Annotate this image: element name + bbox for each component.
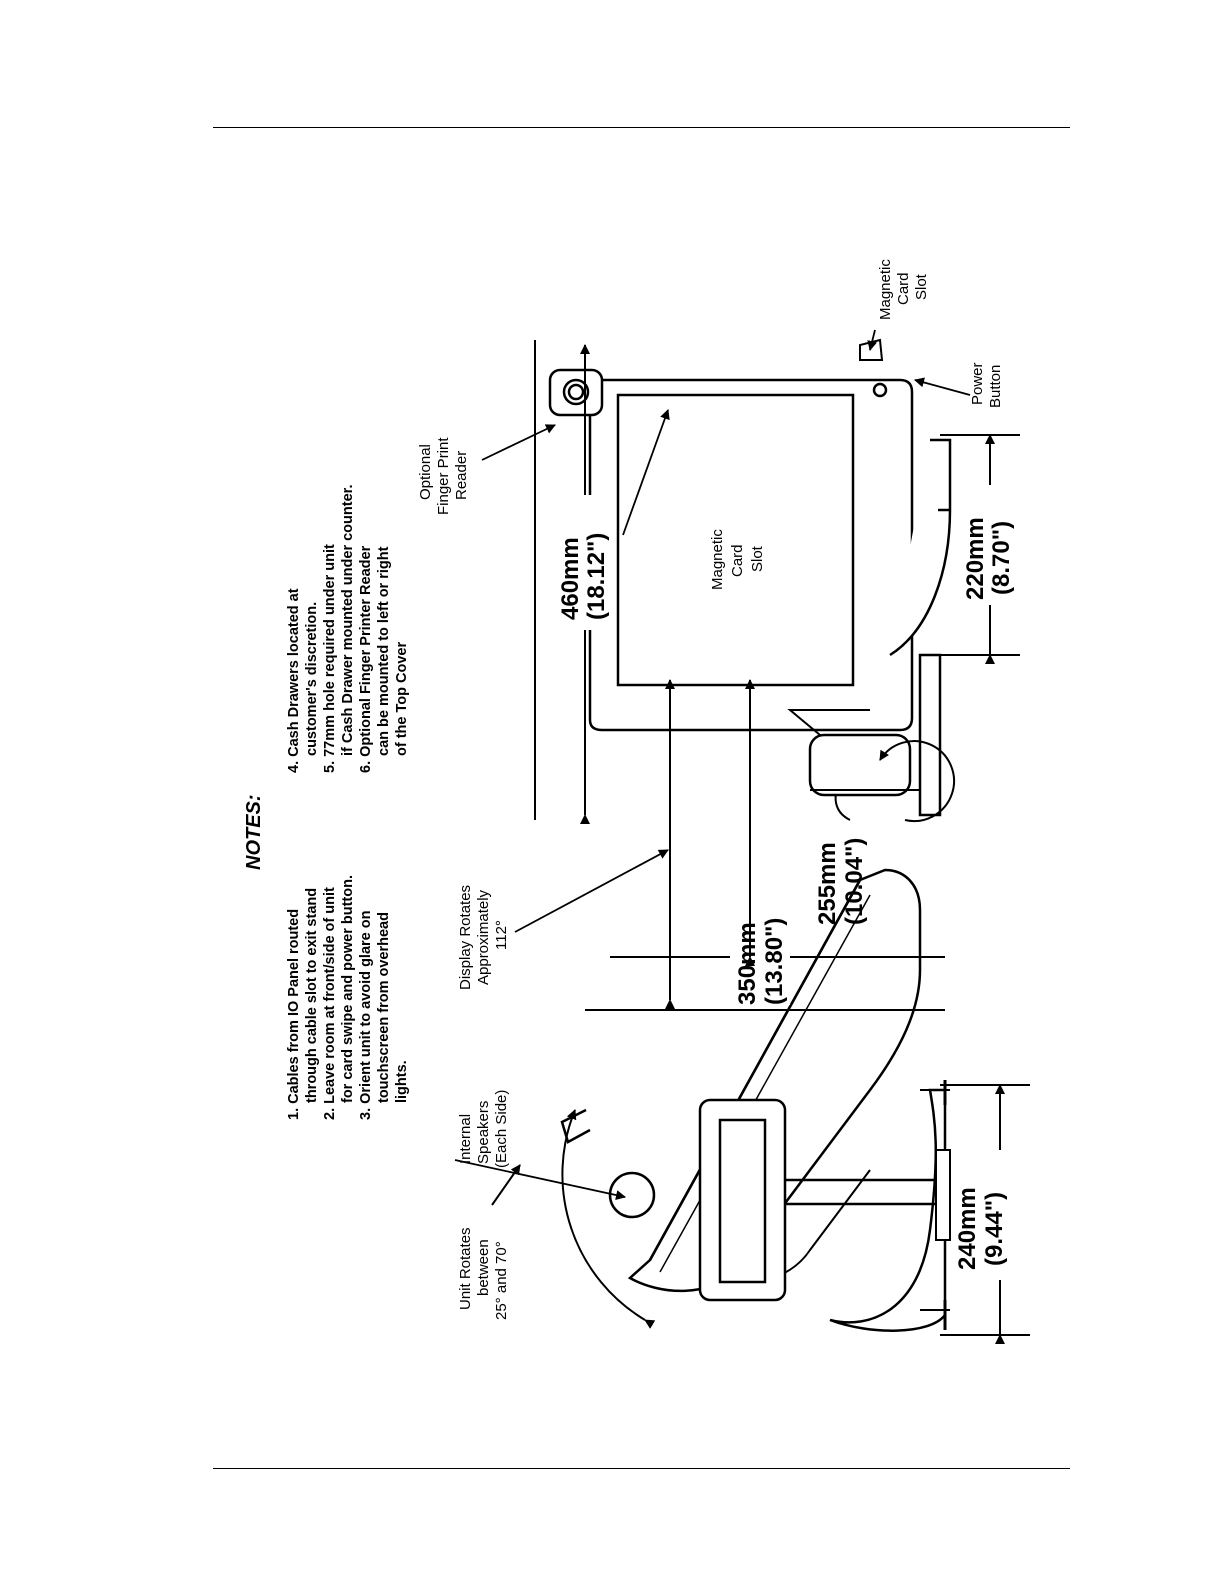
note-line: customer's discretion. xyxy=(304,602,320,756)
callout-line: Display Rotates xyxy=(457,885,474,990)
note-line: 5. 77mm hole required under unit xyxy=(322,544,338,773)
display-rotates-leader xyxy=(514,849,669,933)
note-line: for card swipe and power button. xyxy=(340,875,356,1103)
top-card-slot-label: Magnetic Card Slot xyxy=(877,259,930,320)
callout-line: Slot xyxy=(749,545,766,572)
dim-value: (13.80") xyxy=(761,918,788,1005)
callout-line: Slot xyxy=(913,273,930,300)
power-button-leader xyxy=(914,377,971,396)
dim-value: (9.44") xyxy=(981,1192,1008,1266)
note-line: 1. Cables from IO Panel routed xyxy=(286,909,302,1120)
callout-line: Optional xyxy=(417,444,434,500)
display-rotates-label: Display Rotates Approximately 112° xyxy=(457,885,510,990)
callout-line: 25° and 70° xyxy=(493,1241,510,1320)
note-line: can be mounted to left or right xyxy=(376,546,392,756)
bottom-rule xyxy=(213,1468,1070,1469)
note-line: touchscreen from overhead xyxy=(376,912,392,1103)
callout-line: Speakers xyxy=(475,1101,492,1164)
callout-line: Reader xyxy=(453,451,470,500)
top-rule xyxy=(213,127,1070,128)
callout-line: Unit Rotates xyxy=(457,1227,474,1310)
notes-right: 4. Cash Drawers located at customer's di… xyxy=(286,484,410,773)
note-line: 6. Optional Finger Printer Reader xyxy=(358,545,374,773)
power-button-dot xyxy=(872,382,888,398)
callout-line: Card xyxy=(729,544,746,577)
callout-line: Magnetic xyxy=(709,529,726,590)
callout-line: Magnetic xyxy=(877,259,894,320)
dim-value: 350mm xyxy=(734,922,761,1005)
dim-350-arrow xyxy=(590,970,608,1008)
notes-left: 1. Cables from IO Panel routed through c… xyxy=(286,875,410,1120)
callout-line: 112° xyxy=(493,920,510,950)
callout-line: Finger Print xyxy=(435,437,452,515)
callout-line: between xyxy=(475,1239,492,1296)
side-view xyxy=(491,868,951,1332)
screen-card-leader xyxy=(622,409,670,536)
unit-rotates-label: Unit Rotates between 25° and 70° xyxy=(457,1227,510,1320)
finger-print-label: Optional Finger Print Reader xyxy=(417,437,470,515)
note-line: 2. Leave room at front/side of unit xyxy=(322,887,338,1120)
dim-255: 255mm (10.04") xyxy=(814,838,868,925)
dim-240: 240mm (9.44") xyxy=(940,1084,1030,1344)
note-line: of the Top Cover xyxy=(394,642,410,756)
callout-line: Power xyxy=(969,362,986,405)
callout-line: Card xyxy=(895,272,912,305)
diagram-svg: NOTES: 1. Cables from IO Panel routed th… xyxy=(243,259,1030,1344)
dimension-diagram: NOTES: 1. Cables from IO Panel routed th… xyxy=(230,250,1030,1390)
note-line: lights. xyxy=(394,1060,410,1103)
finger-print-leader xyxy=(481,424,556,461)
callout-line: Approximately xyxy=(475,889,492,985)
callout-line: Internal xyxy=(457,1114,474,1164)
note-line: through cable slot to exit stand xyxy=(304,888,320,1103)
note-line: 4. Cash Drawers located at xyxy=(286,588,302,773)
dim-value: 240mm xyxy=(954,1187,981,1270)
screen-card-slot-label: Magnetic Card Slot xyxy=(709,529,766,590)
speaker-leader xyxy=(454,1159,626,1200)
dim-value: 255mm xyxy=(814,842,841,925)
dim-value: (8.70") xyxy=(988,521,1015,595)
note-line: 3. Orient unit to avoid glare on xyxy=(358,911,374,1120)
depth-dim-arrows xyxy=(665,679,755,1009)
internal-speakers-label: Internal Speakers (Each Side) xyxy=(457,1090,510,1168)
notes-heading: NOTES: xyxy=(243,794,265,870)
dim-value: 220mm xyxy=(962,517,989,600)
note-line: if Cash Drawer mounted under counter. xyxy=(340,484,356,756)
top-card-leader xyxy=(867,329,878,351)
callout-line: Button xyxy=(987,365,1004,408)
dim-value: (18.12") xyxy=(583,533,610,620)
power-button-label: Power Button xyxy=(969,362,1004,408)
dim-value: (10.04") xyxy=(841,838,868,925)
dim-460: 460mm (18.12") xyxy=(534,340,610,824)
callout-line: (Each Side) xyxy=(493,1090,510,1168)
dim-220: 220mm (8.70") xyxy=(940,434,1020,664)
front-view xyxy=(548,338,956,823)
dim-value: 460mm xyxy=(557,537,584,620)
